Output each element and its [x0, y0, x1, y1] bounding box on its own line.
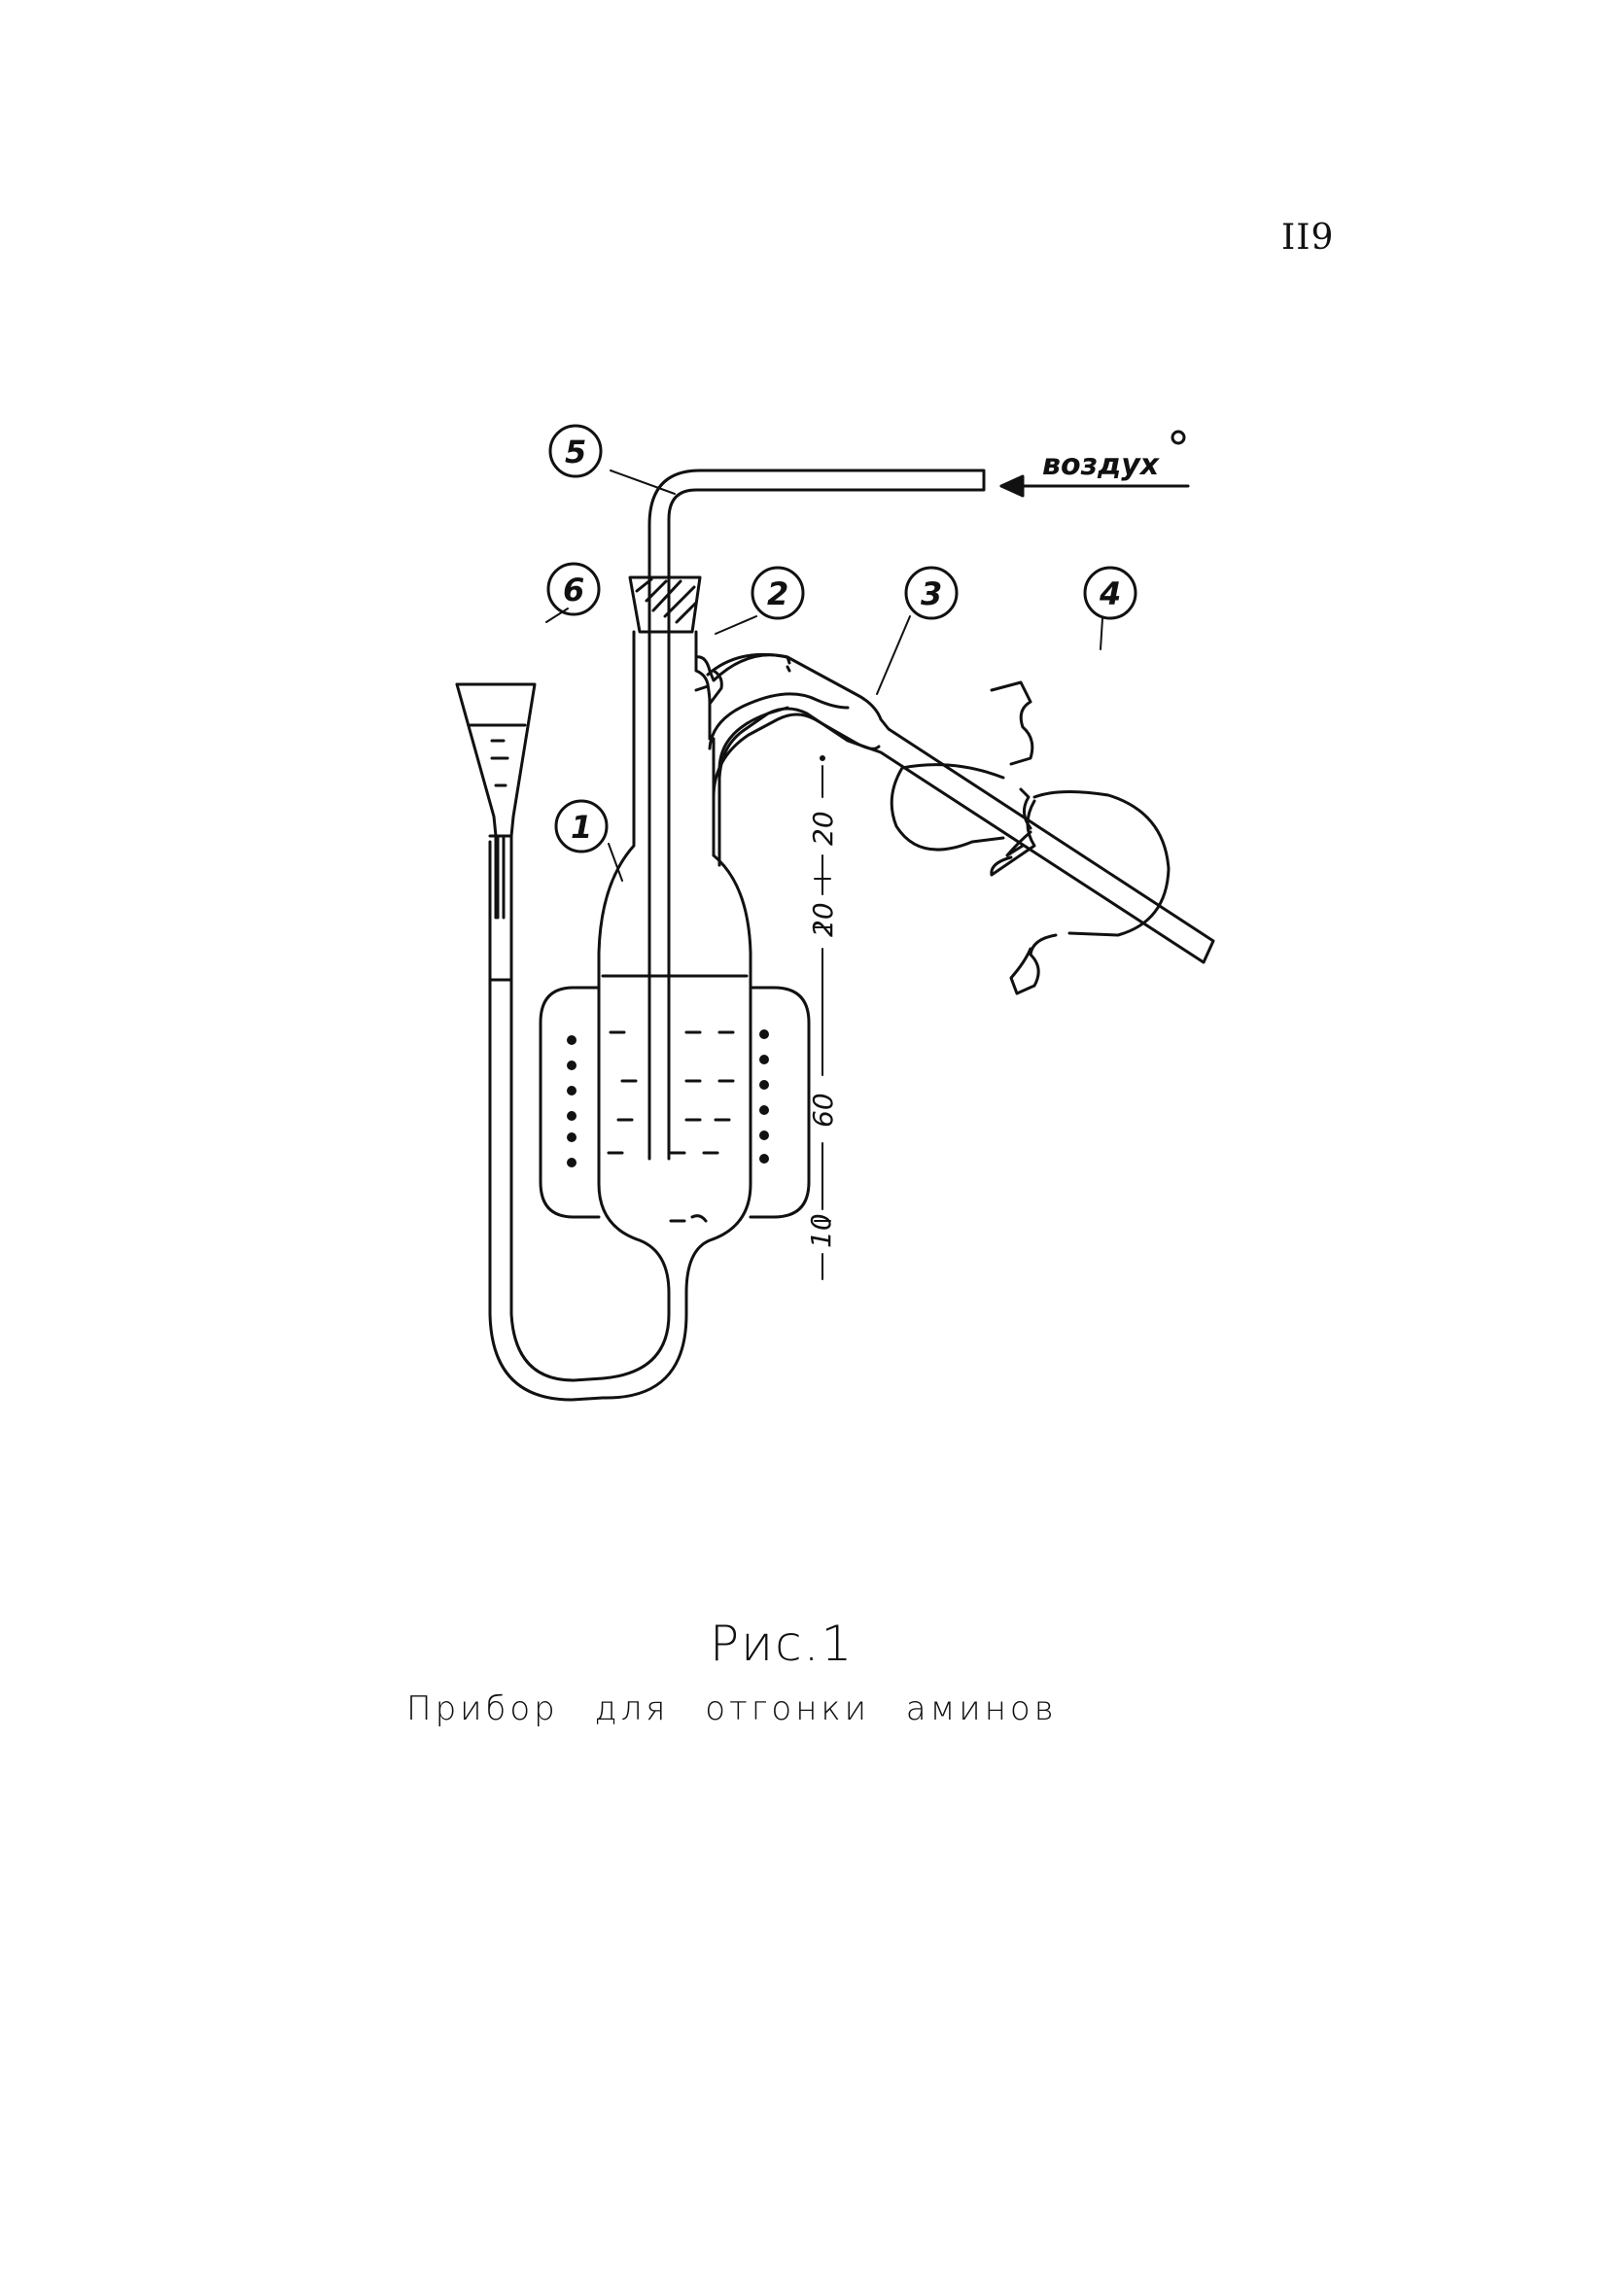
- heating-bath: [539, 986, 811, 1219]
- flask-liquid-marks: [607, 1030, 735, 1223]
- callout-1-label: 1: [571, 809, 592, 846]
- dimension-10: 10: [805, 1213, 837, 1248]
- callout-leaders: [545, 470, 1103, 882]
- heating-dots: [567, 1029, 769, 1167]
- callout-1: 1: [554, 799, 609, 853]
- condenser-jacket: [890, 680, 1171, 995]
- air-inlet-tube: [647, 469, 986, 1161]
- callout-3-label: 3: [921, 575, 942, 612]
- dimension-line: [814, 755, 831, 1280]
- dimension-20-lower: 20: [807, 902, 839, 937]
- condenser-tube: [694, 653, 1215, 964]
- stopper: [628, 575, 702, 634]
- dropping-funnel: [455, 682, 537, 920]
- figure-label: Рис.1: [710, 1616, 855, 1672]
- callout-3: 3: [904, 566, 959, 620]
- callout-4: 4: [1083, 566, 1137, 620]
- callout-6: 6: [546, 562, 601, 616]
- callout-5: 5: [548, 424, 603, 478]
- callout-2-label: 2: [767, 575, 788, 612]
- dimension-20-upper: 20: [807, 811, 839, 846]
- figure-caption: Прибор для отгонки аминов: [406, 1689, 1058, 1728]
- callout-2: 2: [751, 566, 805, 620]
- page-number: II9: [1281, 218, 1335, 258]
- air-arrow: [999, 474, 1190, 498]
- dimension-60: 60: [807, 1093, 839, 1128]
- callout-5-label: 5: [565, 434, 586, 470]
- callout-6-label: 6: [563, 572, 584, 609]
- reaction-flask: [597, 630, 850, 1316]
- asterisk-mark: [1171, 430, 1186, 445]
- air-inlet-label: воздух: [1042, 448, 1161, 482]
- callout-4-label: 4: [1099, 575, 1121, 612]
- u-tube: [488, 834, 688, 1402]
